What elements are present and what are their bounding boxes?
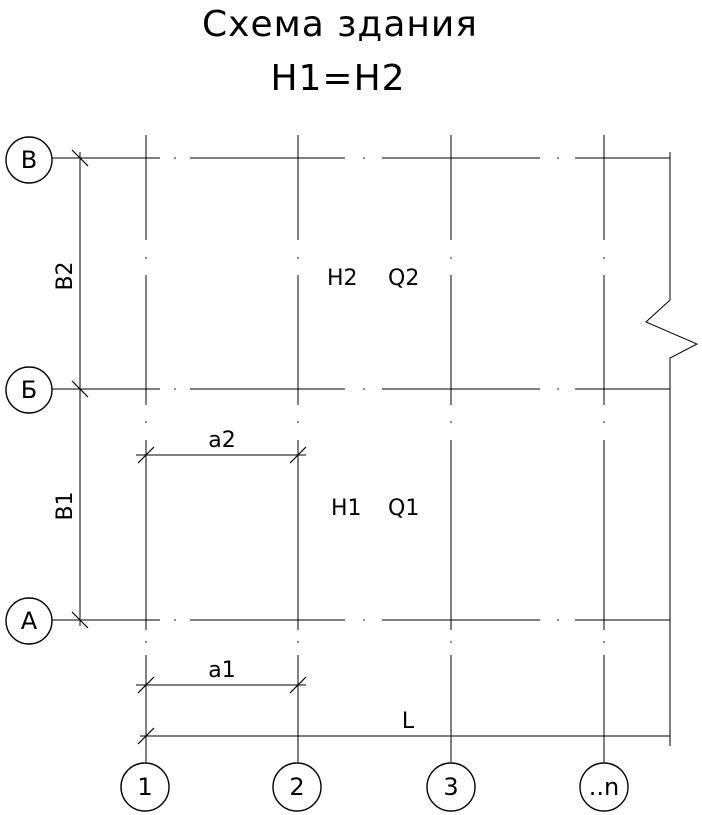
- right-boundary-break-line: [645, 152, 699, 626]
- axis-bubble-col-1: 1: [120, 762, 170, 812]
- axis-label-col-2: 2: [289, 773, 304, 801]
- dim-a1-tick-right: [289, 676, 307, 694]
- dim-b1-label: B1: [53, 491, 78, 520]
- dim-a1-tick-left: [137, 676, 155, 694]
- grid-col-1-line: [145, 135, 147, 762]
- left-dim-tick-a: [71, 611, 89, 629]
- axis-bubble-row-v: В: [5, 136, 53, 184]
- dim-b2-label: B2: [53, 261, 78, 290]
- grid-col-3-line: [450, 135, 452, 762]
- left-dim-tick-b: [71, 380, 89, 398]
- zone-upper-height: H2: [327, 266, 358, 291]
- dim-a1-label: a1: [208, 658, 235, 683]
- axis-bubble-row-a: А: [5, 597, 53, 645]
- dim-a2-label: a2: [208, 428, 235, 453]
- axis-label-row-a: А: [21, 607, 38, 635]
- grid-row-b-line: [52, 388, 670, 390]
- axis-bubble-col-n: ..n: [579, 762, 629, 812]
- dim-l-tick-left: [137, 727, 155, 745]
- grid-col-2-line: [297, 135, 299, 762]
- title-line-1: Схема здания: [202, 4, 478, 45]
- dim-a2-tick-left: [137, 446, 155, 464]
- axis-label-col-n: ..n: [589, 773, 619, 801]
- grid-row-v-line: [52, 157, 670, 159]
- axis-label-col-3: 3: [443, 773, 458, 801]
- axis-bubble-row-b: Б: [5, 366, 53, 414]
- axis-bubble-col-2: 2: [272, 762, 322, 812]
- zone-lower-height: H1: [331, 496, 362, 521]
- left-dim-tick-v: [71, 149, 89, 167]
- axis-label-row-v: В: [21, 146, 37, 174]
- axis-label-row-b: Б: [21, 376, 37, 404]
- axis-bubble-col-3: 3: [426, 762, 476, 812]
- dim-a2-tick-right: [289, 446, 307, 464]
- dim-l-label: L: [402, 709, 415, 734]
- grid-row-a-line: [52, 619, 670, 621]
- zone-upper-load: Q2: [388, 266, 419, 291]
- axis-label-col-1: 1: [137, 773, 152, 801]
- title-line-2: H1=H2: [270, 58, 405, 99]
- grid-col-n-line: [603, 135, 605, 762]
- zone-lower-load: Q1: [388, 496, 419, 521]
